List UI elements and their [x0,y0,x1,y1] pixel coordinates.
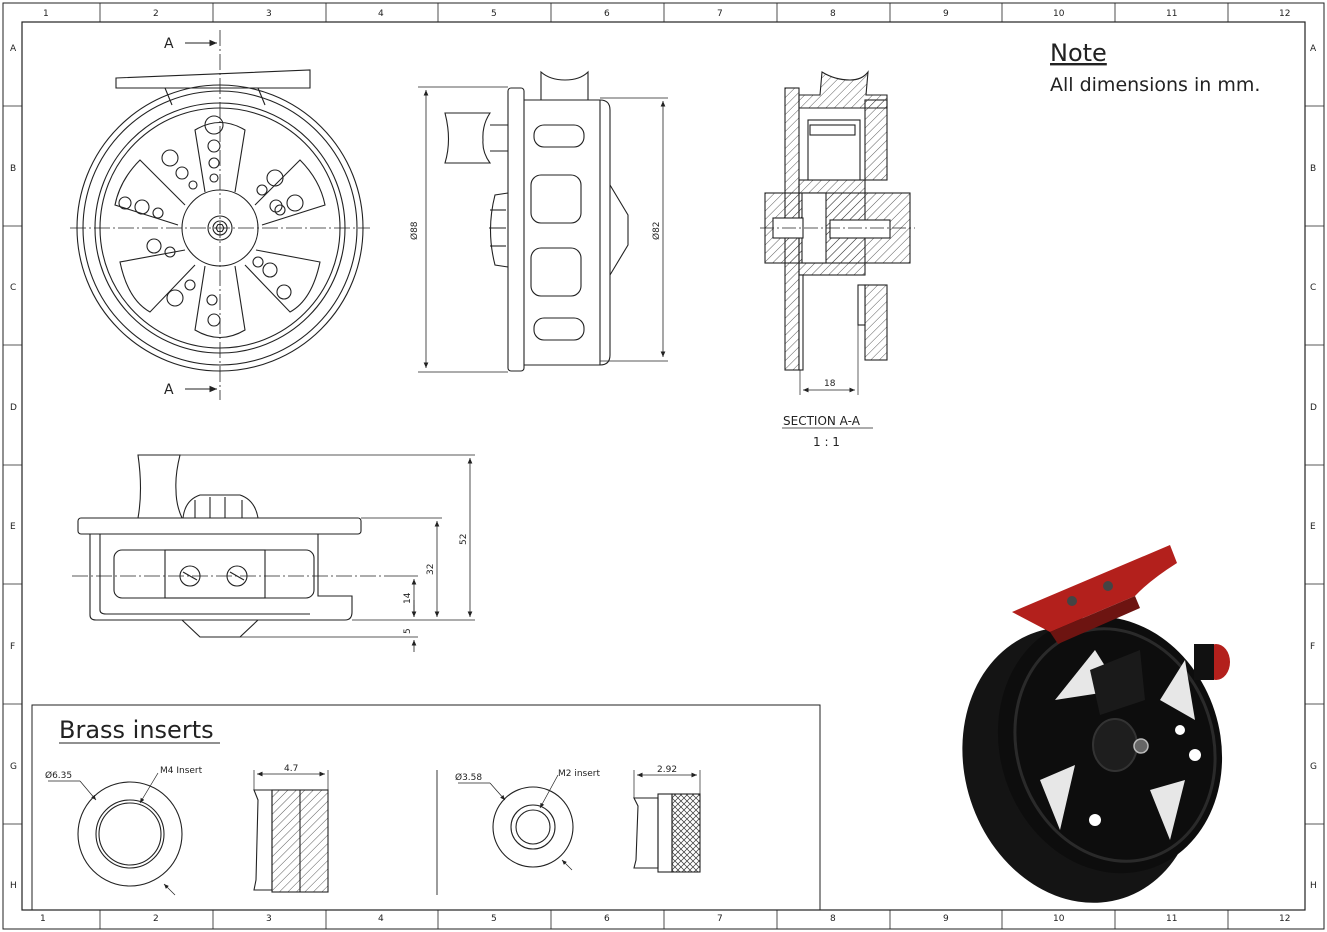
m2-diameter-label: Ø3.58 [455,772,482,783]
column-label: 5 [491,9,497,19]
m4-length-label: 4.7 [284,764,298,774]
m4-callout-label: M4 Insert [160,766,203,776]
column-label: 2 [153,914,159,924]
row-label: E [10,522,16,532]
m4-insert-side [253,770,329,893]
column-label: 12 [1279,9,1290,19]
row-label: C [1310,283,1316,293]
column-label: 6 [604,9,610,19]
row-label: A [1310,44,1317,54]
section-scale: 1 : 1 [813,435,840,449]
dimension-height-32: 32 [426,564,436,575]
column-label: 10 [1053,9,1065,19]
column-label: 4 [378,9,384,19]
row-label: B [10,164,16,174]
column-label: 5 [491,914,497,924]
column-label: 12 [1279,914,1290,924]
m2-insert-side [633,770,701,873]
section-cut-label-bottom: A [164,382,174,398]
column-label: 7 [717,9,723,19]
zone-ticks [3,3,1324,929]
column-label: 7 [717,914,723,924]
top-view [72,454,475,652]
column-label: 9 [943,9,949,19]
m4-diameter-label: Ø6.35 [45,770,72,781]
dimension-inner-diameter: Ø82 [651,221,662,240]
column-label: 1 [43,9,49,19]
row-label: G [10,762,17,772]
section-view [760,70,915,429]
column-labels-top: 1 2 3 4 5 6 7 8 9 10 11 12 [43,9,1290,19]
brass-inserts-panel [31,704,821,910]
column-label: 3 [266,914,272,924]
row-label: F [10,642,15,652]
row-label: C [10,283,16,293]
front-view [70,30,370,400]
dimension-overall-height: 52 [459,534,469,545]
column-label: 11 [1166,914,1177,924]
row-label: H [10,881,17,891]
m2-length-label: 2.92 [657,765,677,775]
note-text: All dimensions in mm. [1050,74,1260,96]
column-label: 2 [153,9,159,19]
note-block: Note All dimensions in mm. [1050,39,1260,96]
column-label: 10 [1053,914,1065,924]
column-label: 11 [1166,9,1177,19]
reel-3d-render [962,545,1230,903]
m2-insert-face [458,774,574,871]
column-label: 1 [40,914,46,924]
column-label: 8 [830,9,836,19]
row-label: D [1310,403,1317,413]
column-label: 4 [378,914,384,924]
m2-callout-label: M2 insert [558,769,600,779]
row-labels-left: A B C D E F G H [10,44,17,891]
dimension-section-width: 18 [824,379,836,389]
column-label: 6 [604,914,610,924]
section-title: SECTION A-A [783,414,861,428]
dimension-height-14: 14 [403,592,413,604]
row-label: D [10,403,17,413]
column-label: 3 [266,9,272,19]
dimension-outer-diameter: Ø88 [409,221,420,240]
brass-inserts-title: Brass inserts [59,716,214,744]
row-label: F [1310,642,1315,652]
side-view [418,70,668,373]
row-labels-right: A B C D E F G H [1310,44,1317,891]
row-label: H [1310,881,1317,891]
section-cut-label-top: A [164,36,174,52]
row-label: G [1310,762,1317,772]
column-label: 8 [830,914,836,924]
column-labels-bottom: 1 2 3 4 5 6 7 8 9 10 11 12 [40,914,1290,924]
row-label: A [10,44,17,54]
column-label: 9 [943,914,949,924]
row-label: E [1310,522,1316,532]
m4-insert-face [48,772,183,896]
note-title: Note [1050,39,1107,67]
dimension-height-5: 5 [403,628,413,634]
row-label: B [1310,164,1316,174]
